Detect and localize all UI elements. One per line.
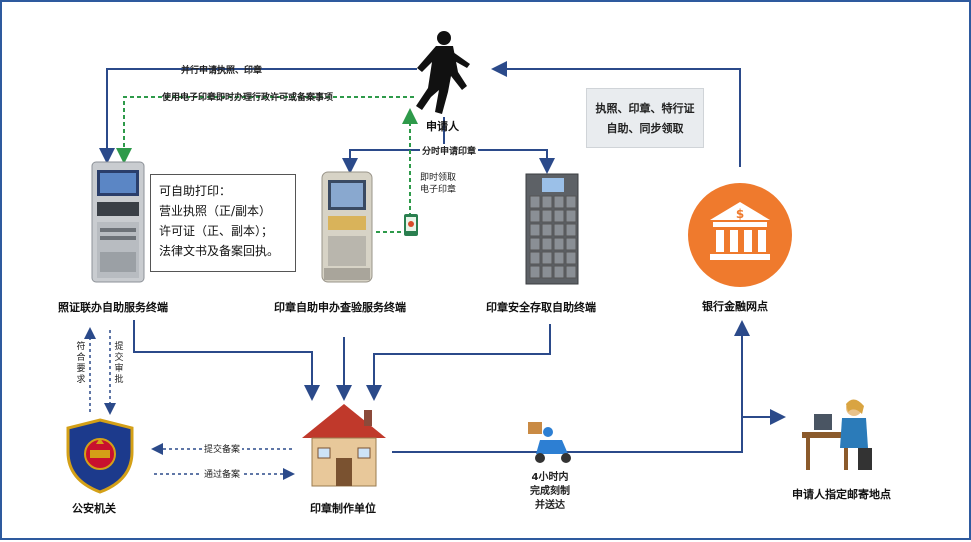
arrow-parallel-apply <box>99 68 417 164</box>
arrow-bank-to-applicant <box>491 61 741 167</box>
label-comply-req: 符合要求 <box>76 342 86 385</box>
bank-pickup-note: 执照、印章、特行证 自助、同步领取 <box>586 88 704 148</box>
node-police: 公安机关 <box>72 502 116 515</box>
walking-person-icon <box>416 31 470 114</box>
svg-text:$: $ <box>736 207 744 221</box>
arrow-maker-to-bank <box>392 320 750 453</box>
label-pass-filing: 通过备案 <box>202 467 243 480</box>
label-submit-review: 提交审批 <box>114 342 124 385</box>
arrow-storage-to-maker <box>366 324 551 401</box>
label-delivery-3: 并送达 <box>535 500 565 511</box>
node-seal-storage-terminal: 印章安全存取自助终端 <box>486 301 596 314</box>
license-terminal-kiosk-icon <box>91 161 145 283</box>
node-mail-location: 申请人指定邮寄地点 <box>792 488 891 501</box>
label-instant-e-seal-1: 即时领取 <box>420 173 457 183</box>
seal-apply-kiosk-icon <box>321 171 373 283</box>
info-line1: 可自助打印： <box>159 184 232 198</box>
print-info-box: 可自助打印： 营业执照（正/副本） 许可证（正、副本）； 法律文书及备案回执。 <box>150 174 296 272</box>
bank-note-line2: 自助、同步领取 <box>606 122 684 135</box>
seal-storage-locker-icon <box>525 173 579 285</box>
arrow-time-split-left <box>342 149 444 174</box>
node-seal-apply-terminal: 印章自助申办查验服务终端 <box>274 301 406 314</box>
label-delivery-1: 4小时内 <box>531 472 569 483</box>
office-worker-icon <box>802 399 872 470</box>
label-time-split: 分时申请印章 <box>420 144 479 157</box>
delivery-scooter-icon <box>528 422 571 463</box>
arrow-time-split-right <box>444 149 555 174</box>
police-badge-icon <box>66 418 134 494</box>
label-submit-filing: 提交备案 <box>202 442 243 455</box>
house-icon <box>302 404 386 487</box>
node-seal-maker: 印章制作单位 <box>310 502 376 515</box>
bank-note-line1: 执照、印章、特行证 <box>595 102 695 115</box>
arrow-instant-e-seal <box>376 108 418 233</box>
node-bank: 银行金融网点 <box>702 300 768 313</box>
arrow-license-to-maker <box>133 320 320 401</box>
label-use-e-seal: 使用电子印章即时办理行政许可或备案事项 <box>162 93 334 103</box>
info-line3: 许可证（正、副本）； <box>159 224 274 238</box>
label-instant-e-seal-2: 电子印章 <box>420 185 457 195</box>
label-parallel-apply: 并行申请执照、印章 <box>181 66 263 76</box>
info-line4: 法律文书及备案回执。 <box>159 244 280 258</box>
arrow-use-e-seal <box>116 96 414 164</box>
bank-building-icon: $ <box>688 183 792 287</box>
phone-e-seal-icon <box>404 214 418 236</box>
label-delivery-2: 完成刻制 <box>530 486 570 497</box>
info-line2: 营业执照（正/副本） <box>159 204 272 218</box>
applicant-label: 申请人 <box>426 120 459 133</box>
node-license-terminal: 照证联办自助服务终端 <box>58 301 168 314</box>
